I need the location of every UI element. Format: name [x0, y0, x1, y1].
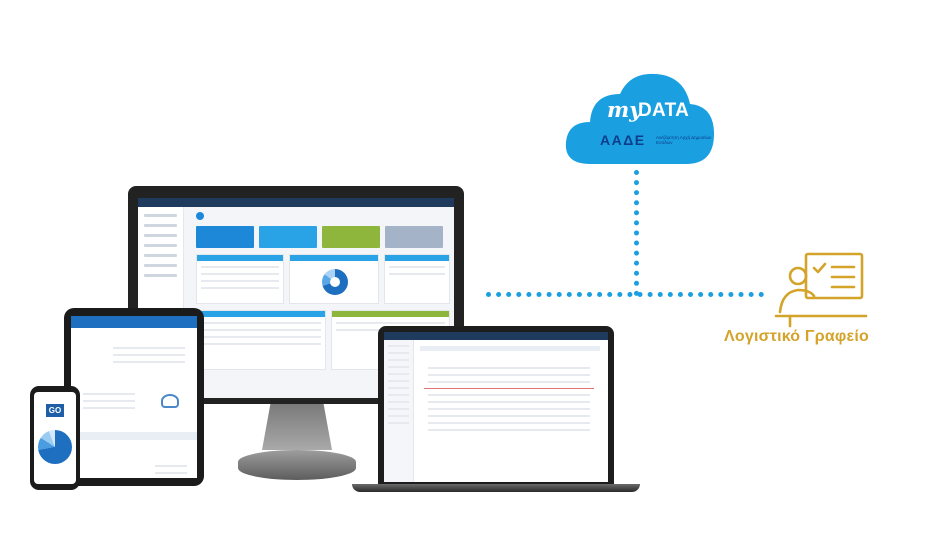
kpi-tile-green: [322, 226, 380, 248]
panel-table: [196, 310, 326, 370]
panel-notes: [384, 254, 450, 304]
laptop-screen: [384, 332, 608, 482]
donut-chart: [322, 269, 348, 295]
org-subtitle: Ανεξάρτητη Αρχή Δημοσίων Εσόδων: [656, 135, 712, 145]
connector-horizontal: [486, 292, 764, 297]
brand-my: my: [607, 97, 642, 122]
accountant-desk-icon: [770, 250, 870, 330]
app-topbar: [138, 198, 454, 207]
kpi-tile-blue: [196, 226, 254, 248]
connector-cloud-down: [634, 170, 639, 296]
kpi-tile-grey: [385, 226, 443, 248]
laptop-device: [378, 326, 614, 484]
tablet-device: [64, 308, 204, 486]
panel-list: [196, 254, 284, 304]
monitor-neck: [262, 404, 332, 450]
kpi-tile-blue-2: [259, 226, 317, 248]
laptop-base: [352, 484, 640, 492]
add-fab: [196, 212, 204, 220]
cloud-shape: [565, 73, 714, 164]
accountant-label: Λογιστικό Γραφείο: [724, 328, 869, 345]
panel-chart: [289, 254, 379, 304]
monitor-base: [238, 450, 356, 480]
phone-pie-chart: [38, 430, 72, 464]
people-icon: [161, 394, 179, 408]
phone-device: GO: [30, 386, 80, 490]
phone-screen: GO: [34, 392, 76, 484]
org-name: ΑΑΔΕ: [600, 132, 646, 148]
mydata-cloud: my DATA ΑΑΔΕ Ανεξάρτητη Αρχή Δημοσίων Εσ…: [560, 64, 720, 174]
app-logo: GO: [46, 404, 64, 417]
brand-data: DATA: [638, 100, 690, 121]
tablet-screen: [71, 316, 197, 478]
